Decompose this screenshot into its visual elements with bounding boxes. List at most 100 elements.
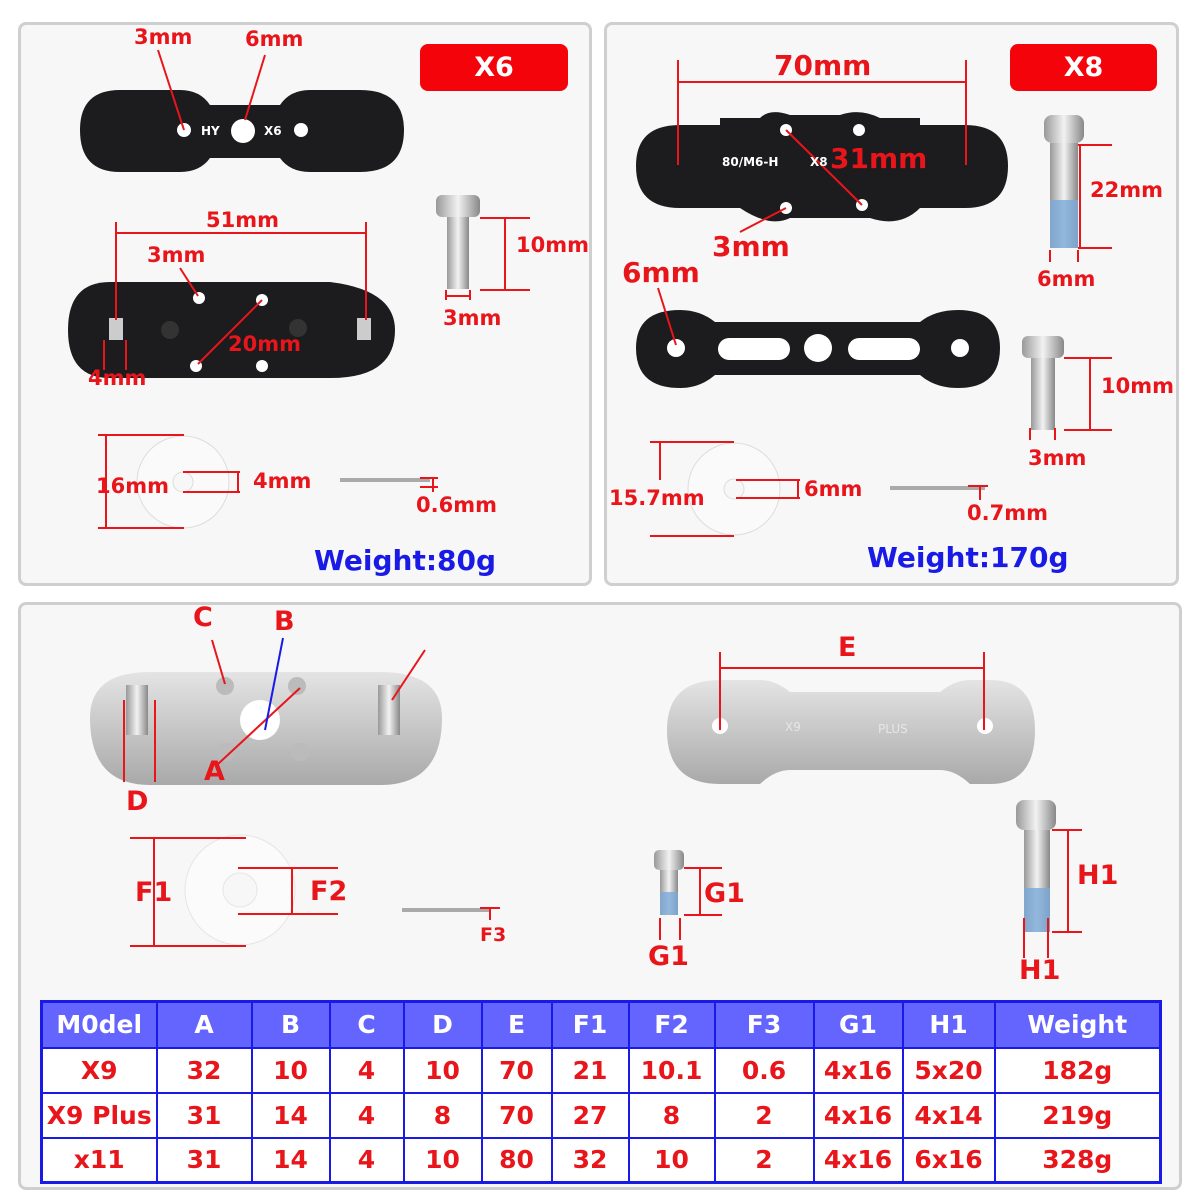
x6-label-washer-thickness: 0.6mm [416,493,497,517]
table-cell: 14 [250,1091,331,1139]
label-a: A [204,756,225,787]
table-cell: 21 [550,1046,630,1094]
x8-label-diagonal: 31mm [830,142,928,175]
x9-washer [184,834,296,946]
table-header-row: M0del A B C D E F1 F2 F3 G1 H1 Weight [40,1000,1162,1049]
table-cell: 4 [328,1136,405,1184]
table-cell: 10 [627,1136,716,1184]
header-g1: G1 [812,1000,904,1049]
table-cell: 2 [713,1091,815,1139]
label-e: E [838,632,857,663]
header-f3: F3 [713,1000,815,1049]
x8-etch-spec: 80/M6-H [722,155,779,169]
x6-weight: Weight:80g [314,544,497,577]
table-cell: X9 [40,1046,158,1094]
table-cell: 70 [480,1091,553,1139]
table-cell: 32 [550,1136,630,1184]
x8-label-screw-dia: 6mm [1037,267,1096,291]
table-cell: 2 [713,1136,815,1184]
x8-long-screw [1044,115,1084,248]
table-cell: 8 [402,1091,483,1139]
x6-label-hole-center: 6mm [245,27,304,51]
x8-etch-model: X8 [810,155,828,169]
table-cell: 5x20 [901,1046,996,1094]
table-cell: 4x16 [812,1136,904,1184]
x6-badge: X6 [420,44,568,91]
x9-long-screw [1016,800,1056,932]
table-cell: 4 [328,1046,405,1094]
table-cell: 32 [155,1046,253,1094]
x6-label-hole-top: 3mm [147,243,206,267]
header-a: A [155,1000,253,1049]
x8-weight: Weight:170g [867,541,1069,574]
x8-label-washer-od: 15.7mm [609,486,705,510]
table-cell: 219g [993,1091,1162,1139]
table-cell: 0.6 [713,1046,815,1094]
header-d: D [402,1000,483,1049]
table-cell: 27 [550,1091,630,1139]
table-cell: X9 Plus [40,1091,158,1139]
x8-label-washer-thickness: 0.7mm [967,501,1048,525]
table-cell: 4 [328,1091,405,1139]
x6-etch-hy: HY [201,124,220,138]
table-cell: 31 [155,1091,253,1139]
x6-label-screw-length: 10mm [516,233,589,257]
label-c: C [193,602,213,633]
header-f2: F2 [627,1000,716,1049]
header-e: E [480,1000,553,1049]
x6-label-diagonal: 20mm [228,332,301,356]
x8-label-screw2-length: 10mm [1101,374,1174,398]
table-cell: 6x16 [901,1136,996,1184]
label-f1: F1 [135,877,173,908]
x8-badge: X8 [1010,44,1157,91]
x9-etch-model: X9 [785,720,801,734]
table-cell: 10.1 [627,1046,716,1094]
table-cell: 182g [993,1046,1162,1094]
x6-label-washer-id: 4mm [253,469,312,493]
x8-label-washer-id: 6mm [804,477,863,501]
x6-label-length: 51mm [206,208,279,232]
table-cell: x11 [40,1136,158,1184]
header-h1: H1 [901,1000,996,1049]
label-g1-dia: G1 [648,941,689,972]
table-cell: 10 [250,1046,331,1094]
label-g1-length: G1 [704,878,745,909]
x6-etch-model: X6 [264,124,282,138]
x6-top-plate [80,90,404,172]
label-d: D [126,786,149,817]
x6-label-washer-od: 16mm [96,474,169,498]
b-arrow [264,637,284,731]
x9-etch-plus: PLUS [878,722,908,736]
table-cell: 80 [480,1136,553,1184]
x9-short-screw [654,850,684,915]
table-cell: 10 [402,1046,483,1094]
table-cell: 31 [155,1136,253,1184]
header-weight: Weight [993,1000,1162,1049]
x9-top-plate [667,680,1035,784]
label-h1-length: H1 [1077,860,1119,891]
x6-label-screw-dia: 3mm [443,306,502,330]
x8-label-screw-length: 22mm [1090,178,1163,202]
header-c: C [328,1000,405,1049]
x8-label-length: 70mm [774,49,872,82]
label-b: B [274,606,295,637]
x6-label-hole-small: 3mm [134,25,193,49]
x6-screw [436,195,480,289]
table-cell: 8 [627,1091,716,1139]
header-model: M0del [40,1000,158,1049]
table-cell: 70 [480,1046,553,1094]
spec-table: M0del A B C D E F1 F2 F3 G1 H1 Weight X9… [40,1000,1162,1184]
x8-bottom-plate [636,310,1000,388]
header-f1: F1 [550,1000,630,1049]
x8-label-screw2-dia: 3mm [1028,446,1087,470]
table-cell: 10 [402,1136,483,1184]
label-h1-dia: H1 [1019,955,1061,986]
label-f2: F2 [310,876,348,907]
dimension-lines [98,49,1112,958]
table-cell: 4x16 [812,1046,904,1094]
label-f3: F3 [480,924,507,946]
